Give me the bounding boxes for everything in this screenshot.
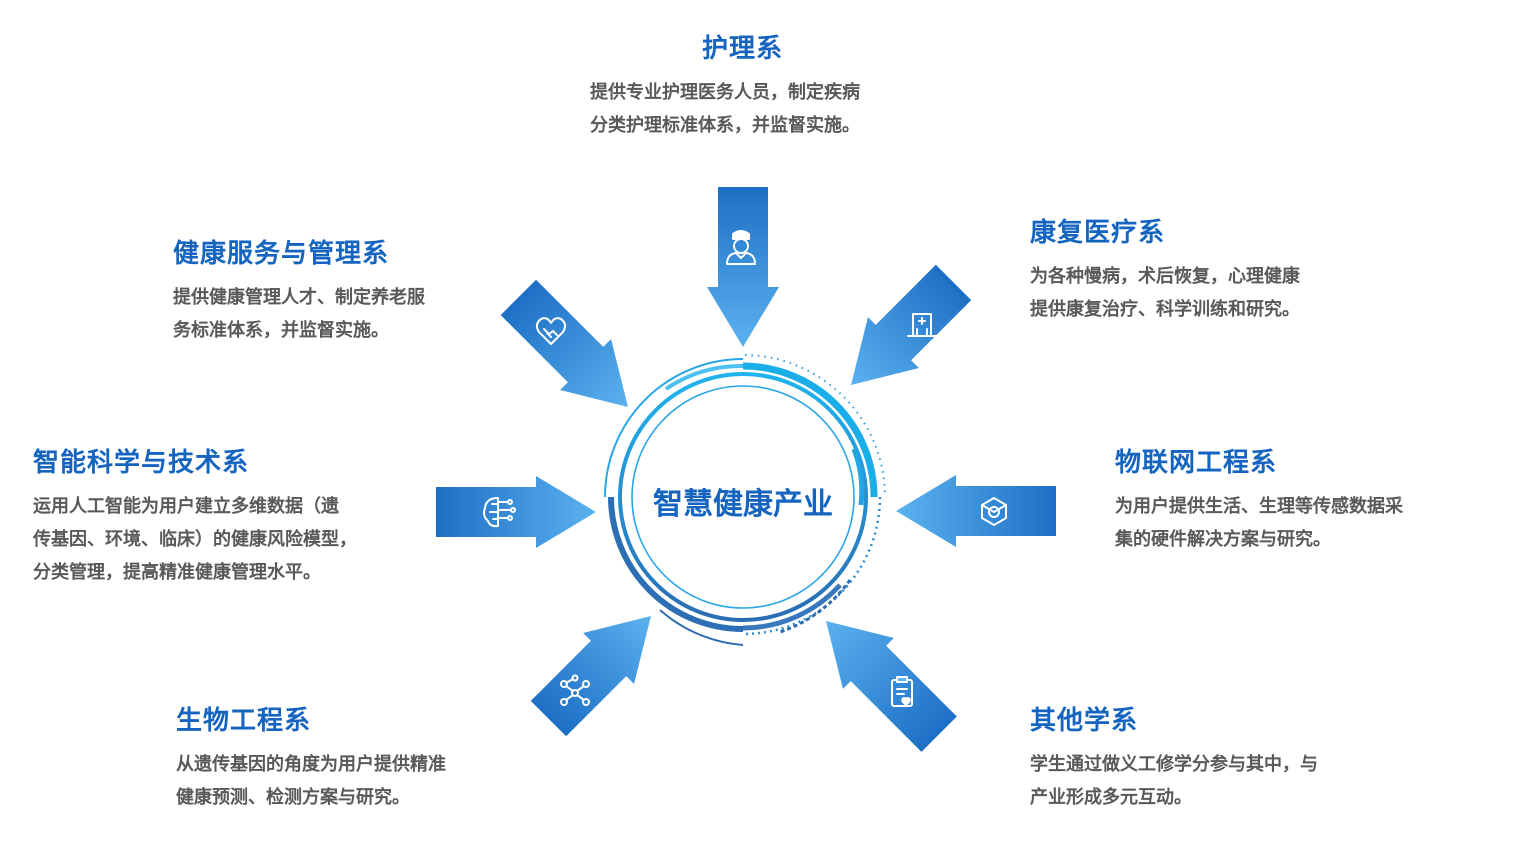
arrow-bio (530, 616, 651, 737)
description-line: 健康预测、检测方案与研究。 (176, 787, 410, 808)
node-title: 生物工程系 (176, 706, 312, 736)
node-ai: 智能科学与技术系 运用人工智能为用户建立多维数据（遗 传基因、环境、临床）的健康… (33, 446, 433, 589)
description-line: 分类护理标准体系，并监督实施。 (590, 115, 860, 136)
description-line: 学生通过做义工修学分参与其中，与 (1030, 754, 1318, 775)
node-title: 智能科学与技术系 (33, 448, 250, 478)
node-health-service: 健康服务与管理系 提供健康管理人才、制定养老服 务标准体系，并监督实施。 (173, 237, 513, 347)
iot-device-icon (981, 497, 1007, 526)
description-line: 集的硬件解决方案与研究。 (1115, 529, 1331, 550)
center-label: 智慧健康产业 (653, 487, 833, 522)
center-ring (604, 354, 886, 646)
heart-handshake-icon (535, 317, 567, 345)
node-title: 康复医疗系 (1030, 218, 1166, 248)
node-description: 提供健康管理人才、制定养老服 务标准体系，并监督实施。 (173, 281, 513, 347)
node-description: 为各种慢病，术后恢复，心理健康 提供康复治疗、科学训练和研究。 (1030, 260, 1390, 326)
arrow-rehab (851, 264, 972, 385)
node-title: 物联网工程系 (1115, 448, 1278, 478)
clipboard-heart-icon (891, 676, 913, 707)
description-line: 务标准体系，并监督实施。 (173, 320, 389, 341)
description-line: 产业形成多元互动。 (1030, 787, 1192, 808)
arrow-ai (436, 476, 596, 548)
node-description: 提供专业护理医务人员，制定疾病 分类护理标准体系，并监督实施。 (590, 76, 930, 142)
hospital-icon (907, 313, 937, 337)
arrow-other (826, 621, 957, 752)
description-line: 提供专业护理医务人员，制定疾病 (590, 82, 860, 103)
node-description: 运用人工智能为用户建立多维数据（遗 传基因、环境、临床）的健康风险模型， 分类管… (33, 490, 433, 589)
description-line: 为各种慢病，术后恢复，心理健康 (1030, 266, 1300, 287)
node-description: 从遗传基因的角度为用户提供精准 健康预测、检测方案与研究。 (176, 748, 536, 814)
node-other: 其他学系 学生通过做义工修学分参与其中，与 产业形成多元互动。 (1030, 704, 1410, 814)
node-title: 护理系 (701, 34, 783, 64)
arrow-iot (896, 475, 1056, 547)
brain-circuit-icon (483, 497, 516, 528)
description-line: 分类管理，提高精准健康管理水平。 (33, 562, 321, 583)
node-description: 学生通过做义工修学分参与其中，与 产业形成多元互动。 (1030, 748, 1410, 814)
arrow-health (500, 279, 628, 407)
description-line: 运用人工智能为用户建立多维数据（遗 (33, 496, 339, 517)
description-line: 为用户提供生活、生理等传感数据采 (1115, 496, 1403, 517)
description-line: 传基因、环境、临床）的健康风险模型， (33, 529, 357, 550)
description-line: 从遗传基因的角度为用户提供精准 (176, 754, 446, 775)
description-line: 提供康复治疗、科学训练和研究。 (1030, 299, 1300, 320)
node-rehab: 康复医疗系 为各种慢病，术后恢复，心理健康 提供康复治疗、科学训练和研究。 (1030, 216, 1390, 326)
nurse-icon (726, 230, 756, 265)
node-bio: 生物工程系 从遗传基因的角度为用户提供精准 健康预测、检测方案与研究。 (176, 704, 536, 814)
molecule-icon (560, 674, 590, 706)
node-nursing: 护理系 提供专业护理医务人员，制定疾病 分类护理标准体系，并监督实施。 (590, 32, 930, 142)
arrow-nursing (707, 187, 779, 347)
node-description: 为用户提供生活、生理等传感数据采 集的硬件解决方案与研究。 (1115, 490, 1510, 556)
node-title: 健康服务与管理系 (173, 239, 390, 269)
description-line: 提供健康管理人才、制定养老服 (173, 287, 425, 308)
node-iot: 物联网工程系 为用户提供生活、生理等传感数据采 集的硬件解决方案与研究。 (1115, 446, 1510, 556)
node-title: 其他学系 (1030, 706, 1139, 736)
